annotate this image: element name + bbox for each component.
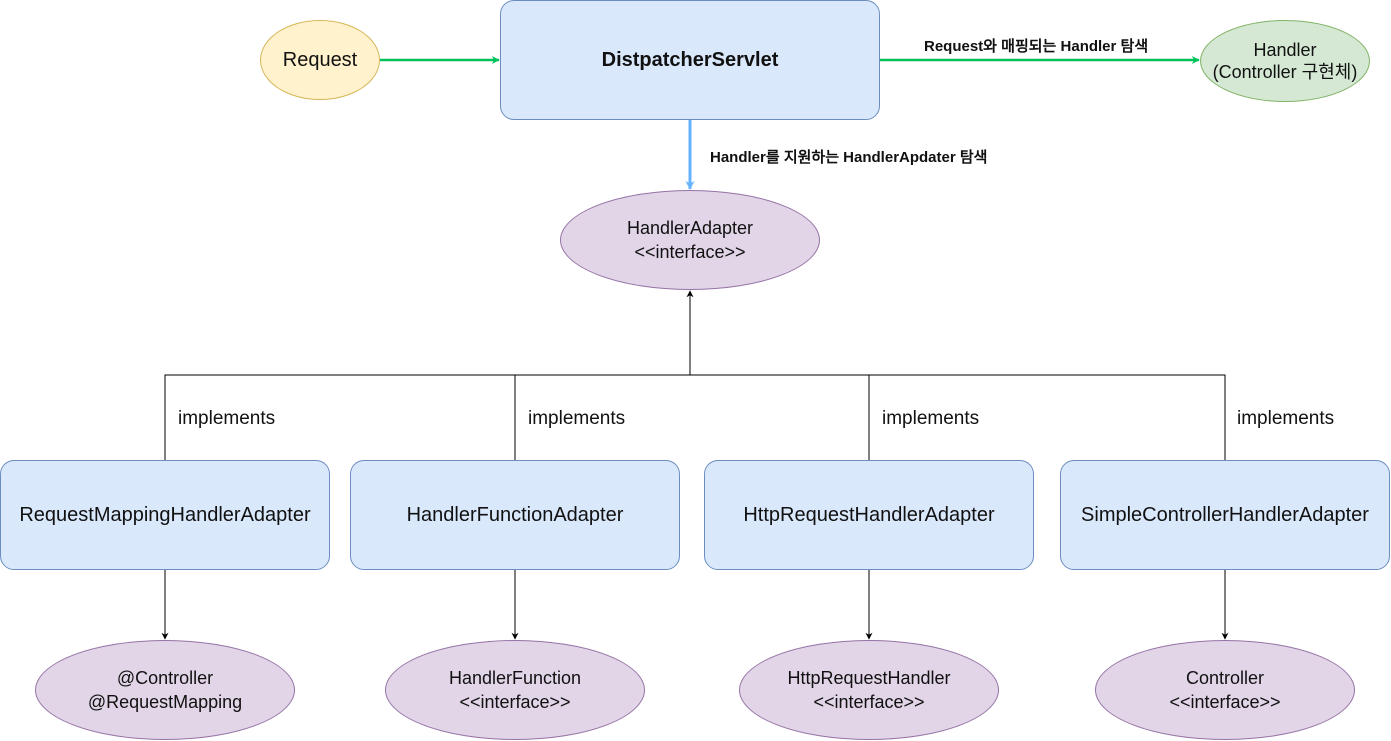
adapter-label: RequestMappingHandlerAdapter: [19, 503, 311, 526]
dispatcher-servlet-label: DistpatcherServlet: [601, 48, 779, 71]
adapter-label: HttpRequestHandlerAdapter: [743, 503, 995, 526]
find-adapter-label: Handler를 지원하는 HandlerApdater 탐색: [710, 146, 988, 167]
implements-connector-tree: [164, 374, 1226, 460]
request-label: Request: [282, 48, 358, 71]
target-label-line2: <<interface>>: [459, 692, 571, 712]
handler-adapter-label-line2: <<interface>>: [634, 242, 746, 262]
http-request-handler-interface-node: HttpRequestHandler <<interface>>: [739, 640, 999, 740]
target-label-line1: @Controller: [116, 668, 214, 688]
handler-adapter-interface-node: HandlerAdapter <<interface>>: [560, 190, 820, 290]
adapter-label: SimpleControllerHandlerAdapter: [1081, 503, 1369, 526]
controller-annotation-node: @Controller @RequestMapping: [35, 640, 295, 740]
handler-adapter-label-line1: HandlerAdapter: [626, 218, 754, 238]
request-node: Request: [260, 20, 380, 100]
adapter-label: HandlerFunctionAdapter: [406, 503, 624, 526]
target-label-line1: HttpRequestHandler: [787, 668, 951, 688]
handler-function-interface-node: HandlerFunction <<interface>>: [385, 640, 645, 740]
request-mapping-handler-adapter-node: RequestMappingHandlerAdapter: [0, 460, 330, 570]
find-handler-label: Request와 매핑되는 Handler 탐색: [924, 35, 1149, 56]
handler-function-adapter-node: HandlerFunctionAdapter: [350, 460, 680, 570]
handler-label-line1: Handler: [1253, 40, 1317, 60]
target-label-line2: <<interface>>: [813, 692, 925, 712]
implements-label-4: implements: [1237, 408, 1335, 429]
target-label-line1: HandlerFunction: [448, 668, 582, 688]
http-request-handler-adapter-node: HttpRequestHandlerAdapter: [704, 460, 1034, 570]
target-label-line2: @RequestMapping: [87, 692, 243, 712]
implements-label-2: implements: [528, 408, 626, 429]
target-label-line1: Controller: [1185, 668, 1265, 688]
implements-label-1: implements: [178, 408, 276, 429]
handler-node: Handler (Controller 구현체): [1200, 20, 1370, 102]
target-label-line2: <<interface>>: [1169, 692, 1281, 712]
controller-interface-node: Controller <<interface>>: [1095, 640, 1355, 740]
simple-controller-handler-adapter-node: SimpleControllerHandlerAdapter: [1060, 460, 1390, 570]
dispatcher-servlet-node: DistpatcherServlet: [500, 0, 880, 120]
handler-label-line2: (Controller 구현체): [1212, 62, 1358, 82]
implements-label-3: implements: [882, 408, 980, 429]
